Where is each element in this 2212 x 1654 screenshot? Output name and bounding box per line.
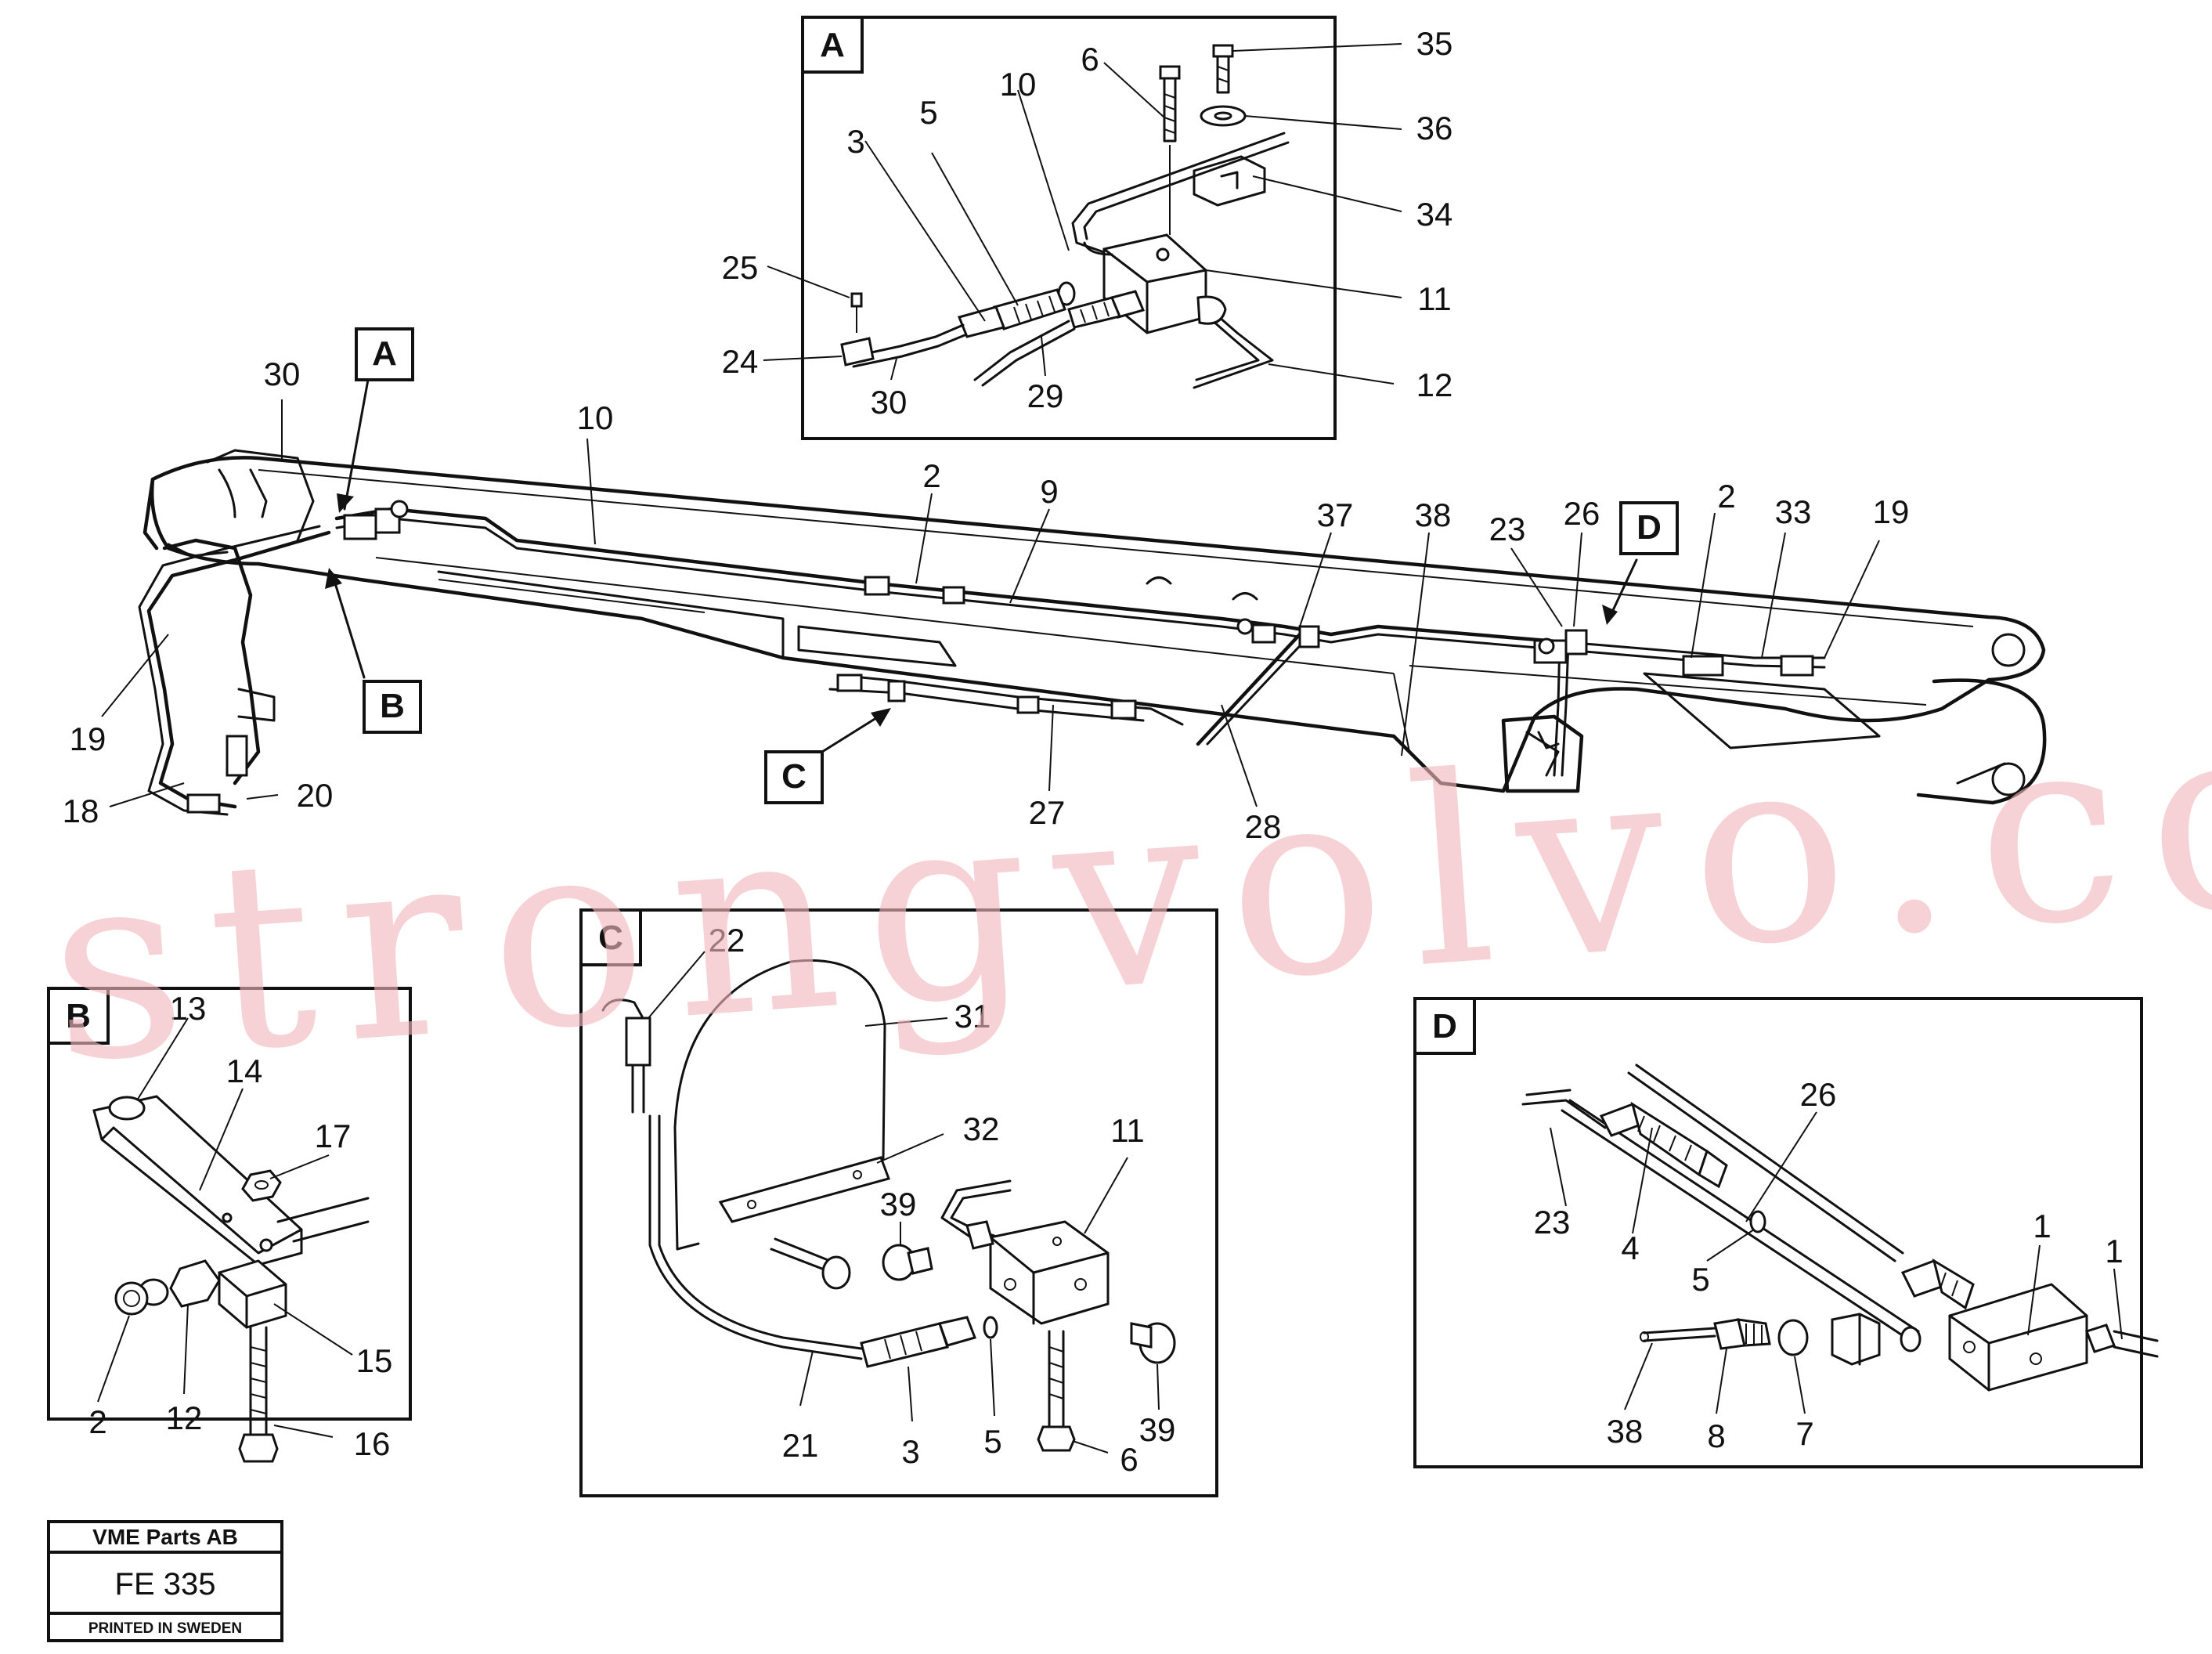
callout-10: 10 (577, 399, 614, 436)
title-block: VME Parts AB FE 335 PRINTED IN SWEDEN (47, 1520, 283, 1642)
callout-20: 20 (297, 777, 334, 814)
tag-c-main[interactable]: C (764, 750, 824, 804)
inset-b-callout-16: 16 (354, 1425, 391, 1462)
callout-37: 37 (1317, 497, 1354, 533)
inset-c-callout-6: 6 (1120, 1441, 1138, 1478)
boom-assembly (143, 449, 2047, 805)
svg-text:B: B (66, 997, 91, 1035)
inset-a-callout-5: 5 (919, 94, 937, 131)
inset-d: D (1413, 997, 2159, 1468)
inset-c-callout-21: 21 (782, 1427, 819, 1464)
callout-2: 2 (922, 457, 940, 494)
inset-d-callout-26: 26 (1800, 1076, 1837, 1113)
tag-b-main[interactable]: B (363, 680, 422, 734)
inset-a-callout-25: 25 (722, 249, 759, 286)
inset-b-callout-13: 13 (170, 990, 207, 1027)
svg-text:C: C (781, 757, 806, 796)
inset-b-callout-17: 17 (315, 1118, 352, 1154)
inset-c: C (579, 908, 1218, 1497)
inset-d-callout-8: 8 (1707, 1417, 1725, 1454)
inset-d-callout-38: 38 (1607, 1413, 1644, 1450)
callout-26: 26 (1564, 495, 1600, 532)
inset-a-callout-24: 24 (722, 343, 759, 380)
callout-2: 2 (1717, 478, 1735, 515)
main-part-numbers: 30 10 2 9 37 38 23 26 2 33 19 19 18 20 2… (63, 356, 1910, 845)
svg-text:C: C (598, 919, 623, 957)
inset-c-callout-39: 39 (1139, 1411, 1176, 1448)
callout-19: 19 (70, 720, 106, 757)
tag-arrows (325, 378, 1638, 753)
inset-a-callout-10: 10 (1000, 66, 1037, 103)
printed-in: PRINTED IN SWEDEN (88, 1620, 242, 1637)
svg-text:B: B (380, 687, 405, 725)
drawing-code: FE 335 (115, 1567, 216, 1602)
callout-33: 33 (1775, 493, 1812, 530)
inset-d-callout-5: 5 (1691, 1261, 1709, 1298)
main-leaders (101, 399, 1880, 807)
inset-c-callout-5: 5 (983, 1423, 1001, 1460)
callout-30: 30 (264, 356, 301, 392)
inset-b-callout-12: 12 (166, 1399, 203, 1436)
inset-c-callout-31: 31 (954, 998, 991, 1035)
company-name: VME Parts AB (92, 1525, 238, 1549)
inset-a-callout-35: 35 (1416, 25, 1453, 62)
inset-c-callout-39: 39 (880, 1186, 917, 1222)
inset-c-callout-32: 32 (963, 1110, 1000, 1147)
hydraulic-lines (138, 500, 1826, 816)
inset-a-callout-36: 36 (1416, 110, 1453, 146)
inset-a: A (722, 16, 1453, 440)
callout-9: 9 (1040, 473, 1058, 510)
svg-text:A: A (820, 26, 845, 64)
inset-a-callout-12: 12 (1416, 367, 1453, 403)
inset-d-callout-1: 1 (2033, 1208, 2051, 1244)
tag-d-main[interactable]: D (1619, 501, 1679, 555)
inset-d-callout-1: 1 (2105, 1233, 2123, 1269)
inset-a-callout-6: 6 (1081, 41, 1099, 78)
callout-18: 18 (63, 793, 99, 829)
inset-c-callout-11: 11 (1110, 1112, 1145, 1149)
inset-d-callout-23: 23 (1534, 1204, 1571, 1240)
inset-a-callout-34: 34 (1416, 196, 1453, 233)
svg-text:D: D (1636, 508, 1662, 547)
inset-a-callout-30: 30 (871, 384, 908, 421)
svg-text:D: D (1432, 1007, 1457, 1045)
inset-b-callout-15: 15 (356, 1342, 393, 1379)
inset-a-callout-29: 29 (1027, 377, 1064, 414)
svg-text:A: A (372, 334, 397, 373)
callout-38: 38 (1415, 497, 1452, 533)
inset-b: B 13 14 17 15 2 12 (47, 987, 412, 1463)
tag-a-main[interactable]: A (355, 327, 414, 381)
inset-d-callout-4: 4 (1621, 1230, 1639, 1266)
inset-b-callout-2: 2 (88, 1403, 106, 1440)
inset-a-callout-3: 3 (846, 123, 864, 160)
inset-c-callout-3: 3 (901, 1433, 919, 1470)
callout-19: 19 (1873, 493, 1910, 530)
inset-c-callout-22: 22 (709, 922, 745, 959)
callout-23: 23 (1489, 511, 1526, 547)
inset-b-callout-14: 14 (226, 1053, 263, 1089)
callout-28: 28 (1245, 808, 1282, 845)
inset-a-callout-11: 11 (1417, 280, 1452, 317)
inset-d-callout-7: 7 (1795, 1415, 1813, 1452)
callout-27: 27 (1029, 794, 1066, 831)
